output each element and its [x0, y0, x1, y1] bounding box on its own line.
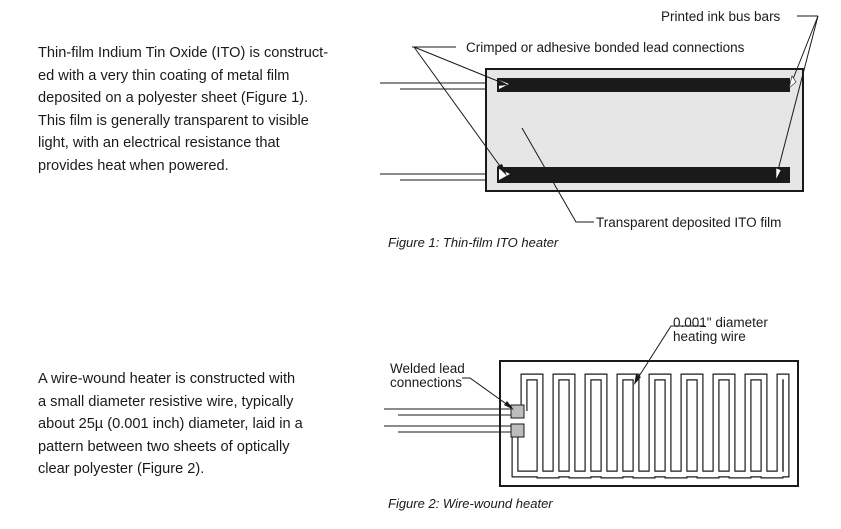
- ito-description: Thin-film Indium Tin Oxide (ITO) is cons…: [38, 42, 328, 177]
- wire-wound-description-line: clear polyester (Figure 2).: [38, 461, 205, 477]
- label-ito-film: Transparent deposited ITO film: [596, 215, 781, 230]
- wire-wound-description: A wire-wound heater is constructed with …: [38, 368, 303, 481]
- label-lead-connections: Crimped or adhesive bonded lead connecti…: [466, 40, 745, 55]
- figure-2-caption: Figure 2: Wire-wound heater: [388, 496, 553, 511]
- leader-bus-bars: [776, 15, 819, 175]
- bus-bar-bottom: [497, 167, 790, 183]
- wire-wound-description-line: pattern between two sheets of optically: [38, 438, 290, 455]
- lead-wire-bottom: [380, 173, 500, 181]
- arrowhead-welded: [504, 401, 514, 410]
- welded-pad-upper: [510, 404, 525, 419]
- arrowhead-bus-bottom: [775, 167, 782, 181]
- arrowhead-lead-bottom: [497, 164, 507, 176]
- ito-description-line: deposited on a polyester sheet (Figure 1…: [38, 90, 309, 106]
- wire-wound-description-line: a small diameter resistive wire, typical…: [38, 393, 294, 410]
- ito-description-line: Thin-film Indium Tin Oxide (ITO) is cons…: [38, 45, 329, 61]
- leader-welded-connections: [462, 377, 513, 409]
- leader-ito-film: [521, 127, 594, 223]
- ito-description-line: provides heat when powered.: [38, 157, 229, 174]
- arrowhead-heating-wire: [634, 374, 641, 385]
- figure-1-ito-heater: Printed ink bus bars Crimped or adhesive…: [380, 9, 819, 250]
- ito-description-line: This film is generally transparent to vi…: [38, 112, 309, 129]
- welded-pad-lower: [510, 423, 525, 438]
- arrowhead-lead-top: [497, 80, 508, 86]
- arrowhead-bus-top: [788, 75, 797, 89]
- lead-wire-upper: [384, 408, 512, 416]
- figure-1-caption: Figure 1: Thin-film ITO heater: [388, 235, 559, 250]
- label-wire-diameter: 0.001" diameter: [673, 315, 768, 330]
- leader-lead-connections: [412, 46, 506, 174]
- ito-description-line: light, with an electrical resistance tha…: [38, 135, 280, 151]
- wire-wound-description-line: A wire-wound heater is constructed with: [38, 371, 296, 387]
- leader-heating-wire: [635, 325, 705, 382]
- figure-2-wire-wound-heater: 0.001" diameter heating wire Welded lead…: [384, 315, 799, 511]
- label-bus-bars: Printed ink bus bars: [661, 9, 781, 24]
- ito-description-line: ed with a very thin coating of metal fil…: [38, 67, 290, 84]
- label-connections: connections: [390, 375, 462, 390]
- lead-wire-lower: [384, 425, 512, 433]
- label-heating-wire: heating wire: [673, 329, 746, 344]
- crimp-connection-bottom: [499, 169, 510, 180]
- bus-bar-top: [497, 78, 790, 92]
- lead-wire-top: [380, 82, 500, 90]
- label-welded-lead: Welded lead: [390, 361, 465, 376]
- wire-wound-description-line: about 25µ (0.001 inch) diameter, laid in…: [38, 416, 303, 432]
